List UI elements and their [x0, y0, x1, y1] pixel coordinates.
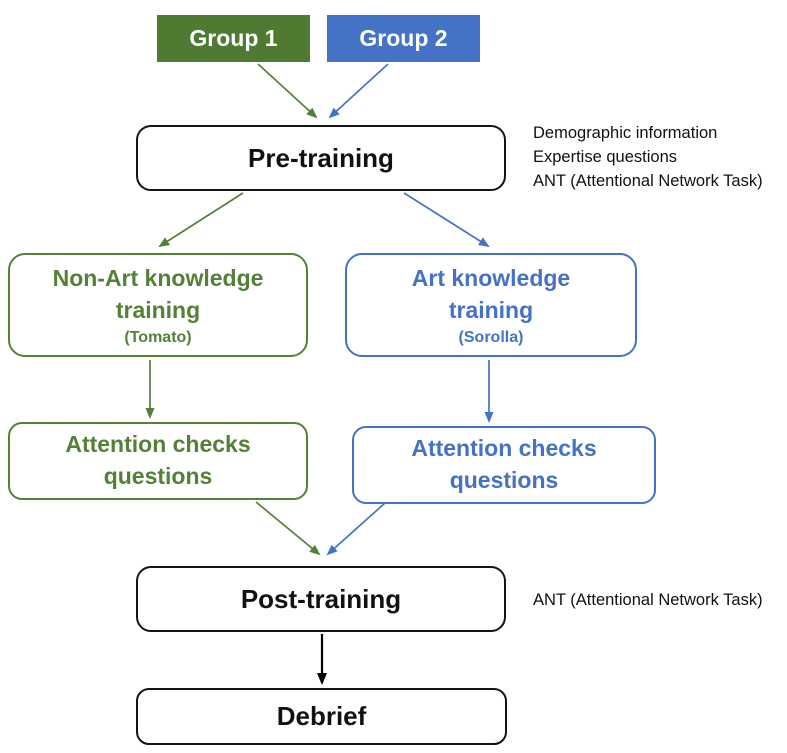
- attention-checks-right-line1: Attention checks: [411, 435, 597, 462]
- pre-training-label: Pre-training: [248, 142, 394, 173]
- pre-training-notes: Demographic information Expertise questi…: [533, 122, 763, 194]
- group-2-label: Group 2: [359, 25, 448, 51]
- art-training-line1: Art knowledge: [411, 265, 571, 292]
- non-art-training-line1: Non-Art knowledge: [52, 265, 264, 292]
- note-line: Expertise questions: [533, 147, 677, 166]
- art-training-line2: training: [448, 296, 534, 323]
- art-training-box: Art knowledge training (Sorolla): [345, 253, 637, 357]
- flow-arrow-blue: [326, 502, 386, 556]
- post-training-label: Post-training: [240, 583, 402, 614]
- group-1-box: Group 1: [157, 15, 310, 62]
- attention-checks-right-line2: questions: [449, 467, 559, 493]
- post-training-note: ANT (Attentional Network Task): [533, 591, 763, 609]
- debrief-box: Debrief: [136, 688, 507, 745]
- group-1-label: Group 1: [189, 25, 278, 51]
- flow-arrow-blue: [403, 192, 490, 248]
- flow-arrow-green: [158, 192, 244, 248]
- flow-arrow-green: [257, 63, 318, 119]
- pre-training-box: Pre-training: [136, 125, 506, 191]
- note-line: ANT (Attentional Network Task): [533, 171, 763, 190]
- art-training-subtitle: (Sorolla): [458, 328, 524, 346]
- attention-checks-left-box: Attention checks questions: [8, 422, 308, 500]
- flow-arrow-blue: [328, 63, 389, 119]
- debrief-label: Debrief: [276, 701, 367, 731]
- non-art-training-line2: training: [115, 296, 201, 323]
- non-art-training-subtitle: (Tomato): [124, 328, 192, 346]
- post-training-box: Post-training: [136, 566, 506, 632]
- attention-checks-left-line2: questions: [103, 463, 213, 489]
- attention-checks-left-line1: Attention checks: [65, 431, 251, 458]
- non-art-training-box: Non-Art knowledge training (Tomato): [8, 253, 308, 357]
- flow-arrow-green: [255, 501, 321, 556]
- attention-checks-right-box: Attention checks questions: [352, 426, 656, 504]
- group-2-box: Group 2: [327, 15, 480, 62]
- note-line: Demographic information: [533, 124, 718, 142]
